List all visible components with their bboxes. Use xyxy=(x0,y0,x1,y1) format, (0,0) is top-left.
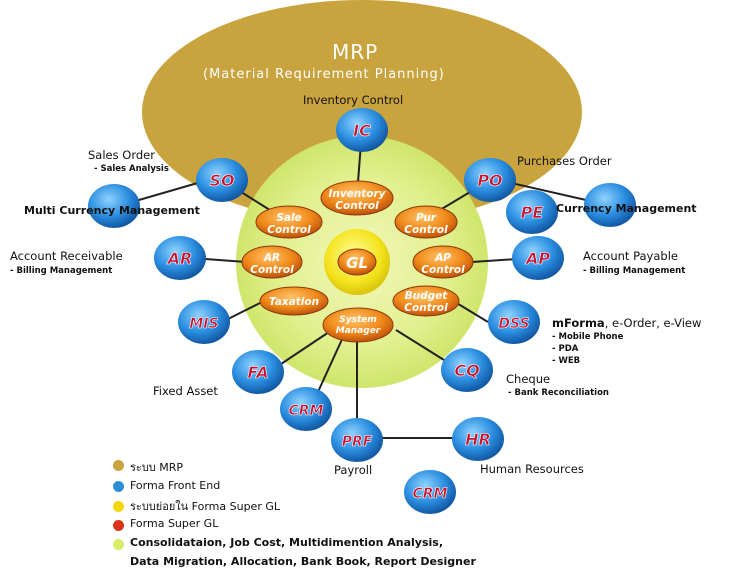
node-pe[interactable] xyxy=(506,190,558,234)
node-hr-label: HR xyxy=(465,430,491,449)
inventory-control-caption: Inventory Control xyxy=(303,93,404,107)
budget-control-line1: Budget xyxy=(405,290,449,302)
node-crm1-label: CRM xyxy=(289,403,324,419)
inner-modules xyxy=(241,180,474,343)
gl-node[interactable] xyxy=(337,248,377,276)
inventory-control-line1: Inventory xyxy=(328,188,386,200)
node-crm2-label: CRM xyxy=(413,486,448,502)
ap-control-line1: AP xyxy=(434,252,451,264)
mforma-label: mForma, e-Order, e-View xyxy=(552,316,701,330)
node-mis-label: MIS xyxy=(189,316,218,332)
currency-management-right-label: Currency Management xyxy=(556,202,697,215)
node-so[interactable] xyxy=(196,158,248,202)
mforma-bold: mForma xyxy=(552,316,605,330)
legend-dot-sub-system xyxy=(113,501,124,512)
ap-control-line2: Control xyxy=(421,264,465,276)
legend-super-gl: Forma Super GL xyxy=(130,517,219,530)
front-end-node-labels: IC SO PO PE AR AP MIS DSS FA CQ CRM PRF … xyxy=(165,121,550,503)
legend-mrp: ระบบ MRP xyxy=(130,461,184,474)
node-so-label: SO xyxy=(209,171,235,190)
account-receivable-label: Account Receivable xyxy=(10,249,123,263)
inventory-control-line2: Control xyxy=(335,200,379,212)
node-cq-label: CQ xyxy=(454,361,480,380)
node-fa-label: FA xyxy=(247,363,268,382)
mrp-title: MRP xyxy=(332,40,379,64)
billing-management-right-label: - Billing Management xyxy=(583,266,686,276)
node-pe-label: PE xyxy=(521,203,544,222)
purchases-order-label: Purchases Order xyxy=(517,154,612,168)
legend-extras-line2: Data Migration, Allocation, Bank Book, R… xyxy=(130,555,476,568)
node-ic[interactable] xyxy=(336,108,388,152)
node-crm1[interactable] xyxy=(280,387,332,431)
sale-control-line2: Control xyxy=(267,224,311,236)
pur-control-line1: Pur xyxy=(416,212,437,224)
web-label: - WEB xyxy=(552,356,581,366)
node-ap-label: AP xyxy=(524,249,550,268)
inner-module-labels: Inventory Control Sale Control Pur Contr… xyxy=(250,188,465,336)
node-crm2[interactable] xyxy=(404,470,456,514)
pur-control-line2: Control xyxy=(404,224,448,236)
node-po-label: PO xyxy=(477,171,503,190)
node-ic-label: IC xyxy=(353,121,371,140)
gl-label: GL xyxy=(346,254,368,272)
ar-control-line1: AR xyxy=(263,252,280,264)
ar-control-line2: Control xyxy=(250,264,294,276)
node-multi-currency-left[interactable] xyxy=(88,184,140,228)
fixed-asset-label: Fixed Asset xyxy=(153,384,218,398)
multi-currency-left-label: Multi Currency Management xyxy=(24,204,200,217)
mrp-subtitle: (Material Requirement Planning) xyxy=(203,67,445,82)
legend-dot-super-gl xyxy=(113,520,124,531)
node-hr[interactable] xyxy=(452,417,504,461)
human-resources-label: Human Resources xyxy=(480,462,584,476)
node-prf-label: PRF xyxy=(342,434,373,450)
account-payable-label: Account Payable xyxy=(583,249,678,263)
legend-dot-mrp xyxy=(113,460,124,471)
node-ar[interactable] xyxy=(154,236,206,280)
legend-dot-extras xyxy=(113,539,124,550)
mobile-phone-label: - Mobile Phone xyxy=(552,332,624,342)
sales-analysis-label: - Sales Analysis xyxy=(94,164,169,174)
node-ar-label: AR xyxy=(166,249,193,268)
node-prf[interactable] xyxy=(331,418,383,462)
legend-sub-system: ระบบย่อยใน Forma Super GL xyxy=(130,500,280,513)
front-end-nodes xyxy=(88,108,636,514)
node-multi-currency-right[interactable] xyxy=(584,183,636,227)
node-dss[interactable] xyxy=(488,300,540,344)
sale-control-line1: Sale xyxy=(276,212,301,224)
system-manager-line2: Manager xyxy=(336,326,381,336)
pda-label: - PDA xyxy=(552,344,579,354)
node-dss-label: DSS xyxy=(498,316,529,332)
legend-extras-line1: Consolidataion, Job Cost, Multidimention… xyxy=(130,536,444,549)
node-ap[interactable] xyxy=(512,236,564,280)
node-po[interactable] xyxy=(464,158,516,202)
system-manager-line1: System xyxy=(339,315,377,325)
legend-front-end: Forma Front End xyxy=(130,479,221,492)
node-mis[interactable] xyxy=(178,300,230,344)
node-cq[interactable] xyxy=(441,348,493,392)
sales-order-label: Sales Order xyxy=(88,148,155,162)
legend-dot-front-end xyxy=(113,481,124,492)
node-fa[interactable] xyxy=(232,350,284,394)
cheque-label: Cheque xyxy=(506,372,551,386)
taxation-line1: Taxation xyxy=(269,296,319,308)
bank-reconciliation-label: - Bank Reconciliation xyxy=(508,388,609,398)
budget-control-line2: Control xyxy=(404,302,448,314)
mforma-rest: , e-Order, e-View xyxy=(604,316,702,330)
payroll-label: Payroll xyxy=(334,463,373,477)
billing-management-left-label: - Billing Management xyxy=(10,266,113,276)
